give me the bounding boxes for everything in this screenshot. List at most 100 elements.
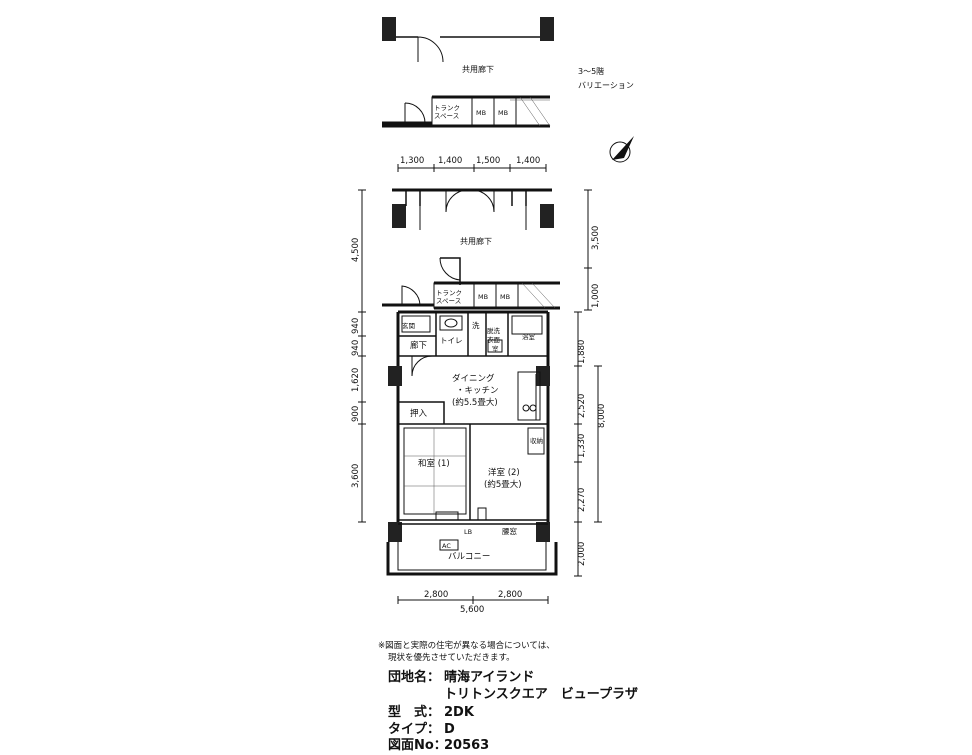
- bottom-dimension-line: [397, 596, 549, 604]
- hall-door-arc: [411, 355, 433, 377]
- room-mado: 腰窓: [502, 526, 517, 536]
- left-column-low: [388, 522, 402, 542]
- corridor-label: 共用廊下: [460, 236, 492, 246]
- upper-variation-plan: [382, 17, 554, 128]
- trunk-door-arc: [439, 257, 461, 281]
- estate-name-line-2: トリトンスクエア ビュープラザ: [444, 687, 638, 702]
- disclaimer-note: ※図面と実際の住宅が異なる場合については、 現状を優先させていただきます。: [378, 640, 555, 664]
- corridor-door-arcs: [445, 189, 495, 213]
- room-oshiire: 押入: [410, 408, 428, 419]
- room-dk-2: ・キッチン: [456, 386, 499, 396]
- room-wash: 洗: [472, 320, 480, 330]
- room-youshitsu-2: (約5畳大): [484, 479, 522, 490]
- estate-name-line-1: 晴海アイランド: [444, 670, 535, 685]
- right-inner-dim-2: 2,520: [577, 394, 587, 418]
- right-outer-dim-2: 1,000: [591, 284, 601, 308]
- room-shuno: 収納: [530, 436, 543, 445]
- room-hallway: 廊下: [410, 340, 428, 351]
- mb-box-2: [495, 282, 519, 309]
- trunk-label-2: スペース: [436, 297, 461, 305]
- estate-name-key: 団地名：: [388, 670, 441, 685]
- room-washitsu: 和室 (1): [418, 458, 450, 469]
- upper-corridor-label: 共用廊下: [462, 64, 494, 74]
- unit-walls: [386, 310, 558, 576]
- left-dim-1: 4,500: [351, 238, 361, 262]
- room-bath: 浴室: [522, 332, 536, 341]
- variation-label-1: 3～5階: [578, 66, 604, 76]
- floor-plan-drawing: 共用廊下 トランク スペース MB MB 3～5階 バリエーション 1,300 …: [351, 17, 634, 615]
- corridor-left-column: [392, 204, 406, 228]
- subtype-value: D: [444, 722, 455, 737]
- disclaimer-line-2: 現状を優先させていただきます。: [388, 653, 515, 663]
- left-dim-3: 940: [351, 340, 361, 356]
- room-ac: AC: [442, 542, 451, 550]
- bottom-total-dim: 5,600: [460, 605, 484, 615]
- room-youshitsu-1: 洋室 (2): [488, 467, 520, 478]
- right-total-dim: 8,000: [597, 404, 607, 428]
- bathtub-icon: [511, 315, 543, 335]
- left-dim-2: 940: [351, 318, 361, 334]
- room-dk-3: (約5.5畳大): [452, 397, 498, 408]
- upper-right-column: [540, 17, 554, 41]
- room-balcony: バルコニー: [448, 552, 490, 562]
- right-outer-dim-1: 3,500: [591, 226, 601, 250]
- upper-door-arc: [417, 36, 444, 63]
- ac-unit-icon: [439, 539, 459, 551]
- upper-left-column: [382, 17, 396, 41]
- right-inner-dim-4: 2,270: [577, 488, 587, 512]
- right-inner-dim-1: 1,880: [577, 340, 587, 364]
- left-dim-5: 900: [351, 406, 361, 422]
- plan-no-row: 図面No：20563: [388, 737, 489, 754]
- bottom-dim-1: 2,800: [424, 590, 448, 600]
- type-key: 型 式：: [388, 705, 441, 720]
- right-column-low: [536, 522, 550, 542]
- top-dim-2: 1,400: [438, 156, 462, 166]
- upper-small-door-arc: [404, 102, 426, 124]
- type-row: 型 式：2DK: [388, 704, 474, 721]
- room-genkan: 玄関: [402, 321, 415, 330]
- right-inner-dimension-line: [574, 311, 582, 577]
- upper-trunk-label-1: トランク: [434, 104, 460, 112]
- right-inner-dim-5: 2,000: [577, 542, 587, 566]
- variation-label-2: バリエーション: [578, 81, 634, 90]
- top-dim-1: 1,300: [400, 156, 424, 166]
- estate-name-row: 団地名：晴海アイランド: [388, 669, 534, 686]
- top-dimension-line: [397, 164, 547, 172]
- room-lb: LB: [464, 528, 472, 536]
- subtype-key: タイプ：: [388, 722, 441, 737]
- room-datsui-3: 室: [492, 344, 499, 353]
- corridor-right-column: [540, 204, 554, 228]
- left-dim-6: 3,600: [351, 464, 361, 488]
- mb-label-2: MB: [500, 293, 510, 301]
- stove-burner-icon-2: [529, 404, 537, 412]
- upper-mb-box-2: [493, 96, 517, 127]
- plan-no-value: 20563: [444, 738, 490, 753]
- plan-no-key: 図面No：: [388, 738, 447, 753]
- upper-mb-label-2: MB: [498, 109, 508, 117]
- mb-label-1: MB: [478, 293, 488, 301]
- left-dim-4: 1,620: [351, 368, 361, 392]
- subtype-row: タイプ：D: [388, 721, 455, 738]
- room-datsui-2: 衣面: [487, 335, 501, 344]
- right-inner-dim-3: 1,330: [577, 434, 587, 458]
- tatami-area: [403, 427, 467, 515]
- room-dk-1: ダイニング: [452, 373, 495, 384]
- right-total-dimension-line: [594, 365, 602, 523]
- north-arrow-icon: [609, 136, 634, 163]
- kitchen-counter: [517, 371, 541, 421]
- type-value: 2DK: [444, 705, 474, 720]
- entry-door-arc: [401, 285, 421, 306]
- storage-box: [527, 427, 545, 455]
- right-column-mid: [536, 366, 550, 386]
- upper-trunk-label-2: スペース: [434, 112, 459, 120]
- bottom-dim-2: 2,800: [498, 590, 522, 600]
- disclaimer-line-1: ※図面と実際の住宅が異なる場合については、: [378, 641, 555, 651]
- left-column-mid: [388, 366, 402, 386]
- toilet-bowl-icon: [444, 318, 458, 328]
- trunk-label-1: トランク: [436, 289, 462, 297]
- top-dim-3: 1,500: [476, 156, 500, 166]
- washbasin-icon: [487, 339, 503, 353]
- room-datsui-1: 脱洗: [487, 326, 501, 335]
- stove-burner-icon: [522, 404, 530, 412]
- top-dim-4: 1,400: [516, 156, 540, 166]
